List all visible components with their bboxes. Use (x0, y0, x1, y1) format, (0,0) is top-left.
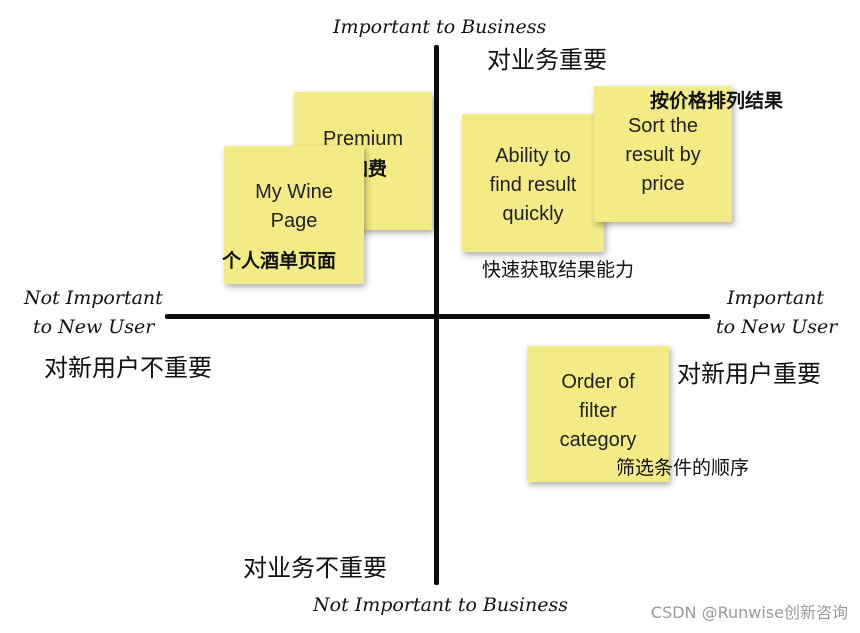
axis-label-bottom-en: Not Important to Business (313, 594, 568, 616)
sticky-note-find-result[interactable]: Ability to find result quickly (462, 114, 604, 252)
watermark: CSDN @Runwise创新咨询 (650, 603, 848, 622)
axis-label-top-cn: 对业务重要 (487, 46, 607, 74)
axis-label-top-en: Important to Business (333, 16, 547, 38)
note-text: Sort the result by price (625, 115, 701, 195)
note-text: Ability to find result quickly (489, 145, 577, 225)
axis-label-bottom-cn: 对业务不重要 (243, 554, 387, 582)
sticky-note-filter-order[interactable]: Order of filter category (527, 346, 669, 482)
note-sort-price-cn: 按价格排列结果 (650, 90, 784, 112)
axis-label-right-en-2: to New User (716, 316, 838, 338)
axis-label-left-cn: 对新用户不重要 (44, 354, 212, 382)
note-filter-order-cn: 筛选条件的顺序 (616, 457, 750, 479)
axis-label-left-en-1: Not Important (24, 287, 163, 309)
note-text: Premium (322, 128, 403, 150)
axis-label-right-cn: 对新用户重要 (677, 360, 821, 388)
sticky-note-sort-price[interactable]: Sort the result by price (594, 86, 732, 222)
note-text: My Wine Page (255, 181, 333, 232)
note-my-wine-page-cn: 个人酒单页面 (222, 250, 337, 272)
axis-label-left-en-2: to New User (33, 316, 155, 338)
note-find-result-cn: 快速获取结果能力 (482, 259, 635, 281)
sticky-note-my-wine-page[interactable]: My Wine Page (224, 146, 364, 284)
horizontal-axis (165, 314, 710, 319)
axis-label-right-en-1: Important (727, 287, 825, 309)
note-text: Order of filter category (559, 371, 637, 451)
